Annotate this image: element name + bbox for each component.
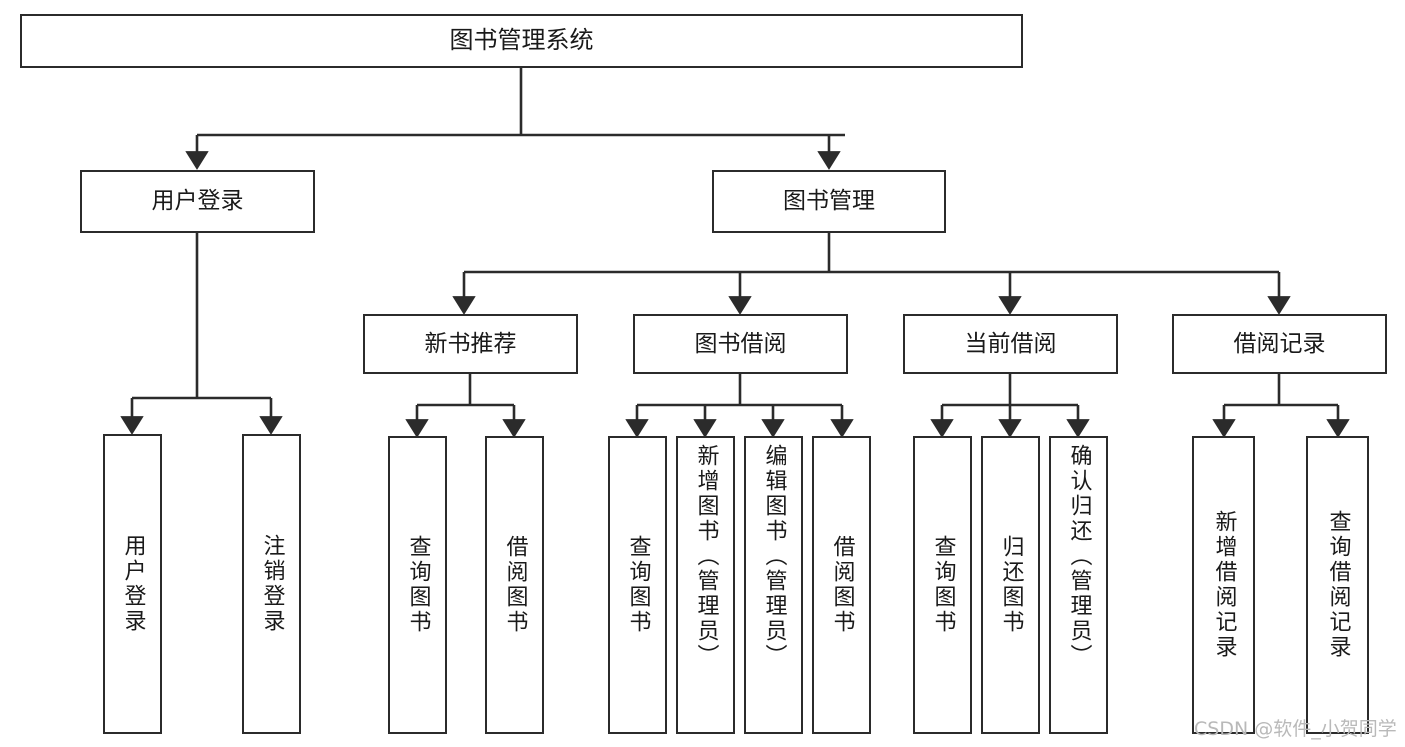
leaf-current-borrow-return-book[interactable]: 归还图书 — [981, 436, 1040, 734]
leaf-book-borrow-edit-book-admin[interactable]: 编辑图书（管理员） — [744, 436, 803, 734]
node-new-book-recommend[interactable]: 新书推荐 — [363, 314, 578, 374]
leaf-current-borrow-confirm-return-admin-label: 确认归还（管理员） — [1066, 444, 1092, 669]
leaf-user-login-logout-label: 注销登录 — [259, 534, 285, 634]
leaf-book-borrow-edit-book-admin-label: 编辑图书（管理员） — [761, 444, 787, 669]
node-book-borrow[interactable]: 图书借阅 — [633, 314, 848, 374]
leaf-book-borrow-borrow-book-label: 借阅图书 — [829, 535, 855, 635]
leaf-new-book-borrow-book[interactable]: 借阅图书 — [485, 436, 544, 734]
node-new-book-recommend-label: 新书推荐 — [424, 330, 517, 357]
node-root-label: 图书管理系统 — [449, 26, 594, 55]
leaf-borrow-record-query-record[interactable]: 查询借阅记录 — [1306, 436, 1369, 734]
node-borrow-record-label: 借阅记录 — [1233, 330, 1326, 357]
node-book-management-label: 图书管理 — [783, 188, 875, 215]
leaf-new-book-query-book[interactable]: 查询图书 — [388, 436, 447, 734]
leaf-current-borrow-query-book-label: 查询图书 — [930, 535, 956, 635]
leaf-current-borrow-confirm-return-admin[interactable]: 确认归还（管理员） — [1049, 436, 1108, 734]
leaf-book-borrow-query-book-label: 查询图书 — [625, 535, 651, 635]
node-root-book-management-system[interactable]: 图书管理系统 — [20, 14, 1023, 68]
leaf-current-borrow-return-book-label: 归还图书 — [998, 535, 1024, 635]
node-book-management[interactable]: 图书管理 — [712, 170, 946, 233]
leaf-book-borrow-add-book-admin[interactable]: 新增图书（管理员） — [676, 436, 735, 734]
node-borrow-record[interactable]: 借阅记录 — [1172, 314, 1387, 374]
csdn-watermark: CSDN @软件_小贺同学 — [1194, 714, 1397, 741]
csdn-watermark-text: CSDN @软件_小贺同学 — [1194, 718, 1397, 740]
node-user-login[interactable]: 用户登录 — [80, 170, 315, 233]
leaf-borrow-record-add-record-label: 新增借阅记录 — [1211, 510, 1237, 660]
leaf-user-login-login[interactable]: 用户登录 — [103, 434, 162, 734]
node-user-login-label: 用户登录 — [151, 188, 244, 215]
leaf-borrow-record-add-record[interactable]: 新增借阅记录 — [1192, 436, 1255, 734]
node-current-borrow[interactable]: 当前借阅 — [903, 314, 1118, 374]
leaf-book-borrow-add-book-admin-label: 新增图书（管理员） — [693, 444, 719, 669]
node-book-borrow-label: 图书借阅 — [694, 330, 787, 357]
leaf-user-login-login-label: 用户登录 — [120, 534, 146, 634]
leaf-book-borrow-query-book[interactable]: 查询图书 — [608, 436, 667, 734]
node-current-borrow-label: 当前借阅 — [964, 330, 1057, 357]
leaf-new-book-borrow-book-label: 借阅图书 — [502, 535, 528, 635]
leaf-borrow-record-query-record-label: 查询借阅记录 — [1325, 510, 1351, 660]
leaf-user-login-logout[interactable]: 注销登录 — [242, 434, 301, 734]
leaf-book-borrow-borrow-book[interactable]: 借阅图书 — [812, 436, 871, 734]
leaf-new-book-query-book-label: 查询图书 — [405, 535, 431, 635]
leaf-current-borrow-query-book[interactable]: 查询图书 — [913, 436, 972, 734]
